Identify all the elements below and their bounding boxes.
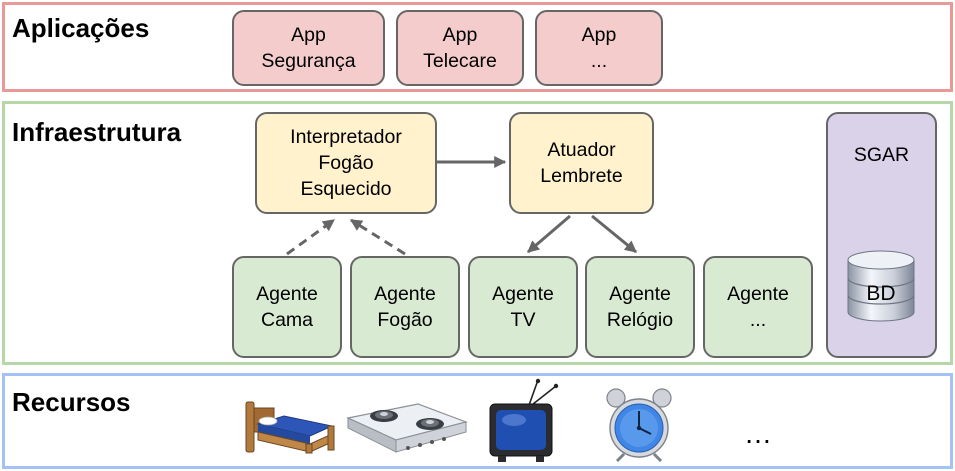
reminder-actuator-box: Atuador Lembrete (509, 112, 654, 214)
database-label: BD (866, 282, 896, 305)
tv-icon (488, 378, 560, 464)
agent-tv-box: Agente TV (468, 256, 578, 358)
agent-stove-line1: Agente (374, 283, 436, 305)
interpreter-forgotten-stove-box: Interpretador Fogão Esquecido (255, 112, 437, 214)
app-seguranca-box: App Segurança (232, 10, 385, 86)
app-other-line2: ... (590, 50, 608, 72)
interpreter-line3: Esquecido (300, 178, 392, 200)
agent-tv-line1: Agente (492, 283, 554, 305)
applications-title: Aplicações (12, 13, 150, 43)
actuator-line2: Lembrete (540, 165, 623, 187)
app-telecare-line1: App (442, 24, 478, 46)
arrow-actuator-to-clock (591, 214, 637, 254)
app-seguranca-line2: Segurança (261, 50, 356, 72)
arrow-bed-to-interpreter (286, 218, 335, 256)
infrastructure-title: Infraestrutura (12, 117, 182, 147)
agent-tv-line2: TV (510, 309, 536, 331)
app-telecare-line2: Telecare (423, 50, 497, 72)
arrow-stove-to-interpreter (349, 218, 406, 256)
arrow-actuator-to-tv (527, 214, 571, 254)
interpreter-line1: Interpretador (290, 126, 402, 148)
actuator-line1: Atuador (547, 139, 616, 161)
agent-other-line1: Agente (727, 283, 789, 305)
agent-stove-box: Agente Fogão (350, 256, 460, 358)
sgar-label: SGAR (853, 144, 910, 166)
bed-icon (244, 398, 336, 454)
app-telecare-box: App Telecare (396, 10, 524, 86)
stove-icon (346, 400, 468, 462)
resources-layer (2, 373, 953, 469)
agent-clock-box: Agente Relógio (585, 256, 695, 358)
alarm-clock-icon (604, 386, 674, 463)
agent-clock-line2: Relógio (606, 309, 674, 331)
agent-other-line2: ... (749, 309, 767, 331)
agent-bed-line2: Cama (260, 309, 314, 331)
interpreter-line2: Fogão (318, 152, 374, 174)
resources-title: Recursos (12, 387, 131, 417)
database-icon: BD (846, 250, 916, 324)
agent-bed-line1: Agente (256, 283, 318, 305)
agent-bed-box: Agente Cama (232, 256, 342, 358)
app-seguranca-line1: App (291, 24, 326, 46)
app-other-line1: App (581, 24, 617, 46)
agent-clock-line1: Agente (609, 283, 671, 305)
agent-other-box: Agente ... (703, 256, 813, 358)
app-other-box: App ... (535, 10, 663, 86)
agent-stove-line2: Fogão (377, 309, 433, 331)
resources-ellipsis: … (744, 418, 772, 449)
